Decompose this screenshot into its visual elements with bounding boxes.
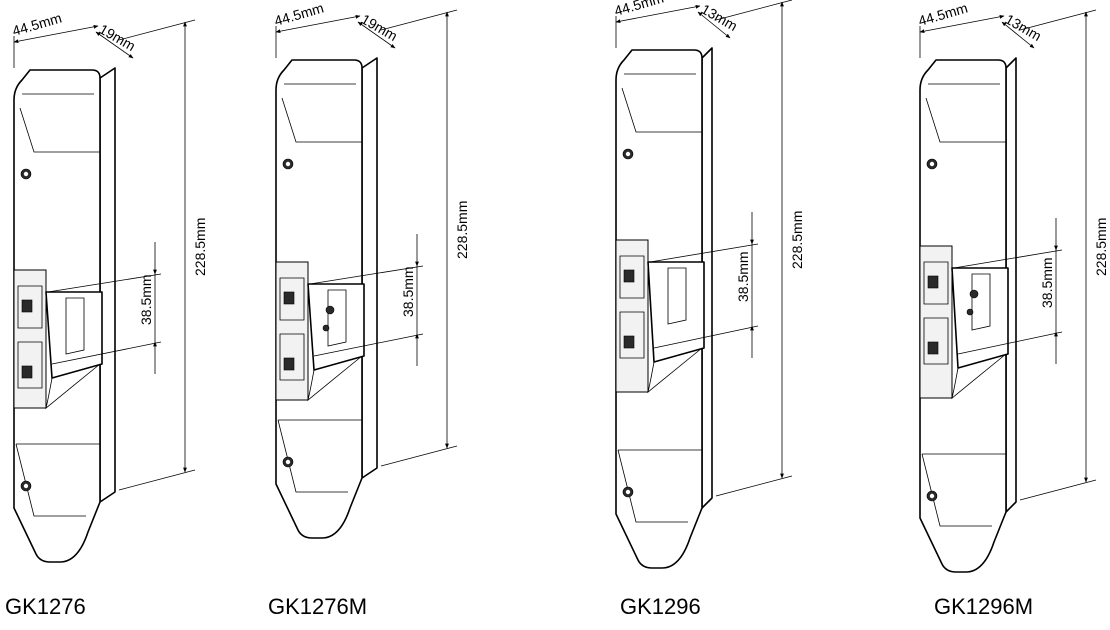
keeper-latch xyxy=(623,269,635,283)
opening-curve xyxy=(45,363,101,410)
screw-icon xyxy=(285,459,291,465)
keeper-upper xyxy=(619,255,645,299)
keeper-lower xyxy=(923,317,949,365)
dim-extension xyxy=(380,9,458,31)
dim-extension xyxy=(649,243,759,263)
side-face xyxy=(99,67,116,503)
dim-extension xyxy=(51,341,162,365)
width-dimension-line xyxy=(615,4,701,24)
monitor-switch-icon xyxy=(325,305,335,315)
bottom-chamfer-line xyxy=(277,419,348,493)
dim-extension xyxy=(653,325,759,349)
dim-extension xyxy=(313,333,424,357)
model-label: GK1296 xyxy=(620,594,701,619)
strike-label: 38.5mm xyxy=(735,251,751,302)
dim-extension xyxy=(715,0,793,21)
bottom-chamfer-line xyxy=(15,443,86,517)
keeper-housing xyxy=(919,245,953,399)
dim-extension xyxy=(47,273,162,293)
screw-icon xyxy=(625,151,631,157)
monitor-switch-icon xyxy=(966,308,974,316)
keeper-housing xyxy=(13,269,47,409)
keeper-lower xyxy=(17,341,43,389)
model-label: GK1276M xyxy=(268,594,367,619)
keeper-latch xyxy=(927,275,939,289)
dim-extension xyxy=(1019,9,1097,31)
dim-extension xyxy=(118,19,196,41)
keeper-housing xyxy=(275,261,309,401)
bottom-chamfer-line xyxy=(921,453,992,527)
depth-label: 19mm xyxy=(359,11,401,44)
screw-icon xyxy=(285,161,291,167)
opening-curve xyxy=(307,355,363,402)
strike-opening xyxy=(307,283,365,371)
inner-wall xyxy=(667,267,687,325)
inner-wall xyxy=(65,297,85,355)
depth-dimension-line xyxy=(697,11,731,39)
strike-opening xyxy=(45,291,103,379)
keeper-latch xyxy=(283,357,295,371)
keeper-upper xyxy=(279,277,305,321)
width-dimension-line xyxy=(919,14,1005,34)
height-label: 228.5mm xyxy=(1093,218,1109,276)
width-dimension-line xyxy=(275,14,361,34)
screw-icon xyxy=(23,171,29,177)
screw-icon xyxy=(929,493,935,499)
keeper-housing xyxy=(615,239,649,393)
keeper-latch xyxy=(283,291,295,305)
model-label: GK1296M xyxy=(934,594,1033,619)
top-crease xyxy=(621,87,702,133)
strike-opening xyxy=(951,267,1009,369)
depth-dimension-line xyxy=(357,21,396,49)
side-face xyxy=(361,57,378,479)
width-dimension-line xyxy=(13,24,99,44)
width-label: 44.5mm xyxy=(612,0,665,19)
dim-extension xyxy=(715,475,793,497)
dim-extension xyxy=(380,445,458,467)
strike-label: 38.5mm xyxy=(138,274,154,325)
keeper-latch xyxy=(21,299,33,313)
bottom-chamfer-line xyxy=(617,449,688,523)
strike-label: 38.5mm xyxy=(1039,257,1055,308)
keeper-upper xyxy=(17,285,43,329)
keeper-latch xyxy=(21,365,33,379)
model-label: GK1276 xyxy=(5,594,86,619)
strike-opening xyxy=(647,261,705,363)
top-crease xyxy=(281,97,362,143)
screw-icon xyxy=(929,161,935,167)
width-label: 44.5mm xyxy=(272,0,325,29)
screw-icon xyxy=(23,483,29,489)
depth-dimension-line xyxy=(95,31,134,59)
depth-dimension-line xyxy=(1001,21,1035,49)
top-crease xyxy=(925,97,1006,143)
keeper-upper xyxy=(923,261,949,305)
keeper-lower xyxy=(279,333,305,381)
opening-curve xyxy=(951,353,1007,400)
dim-extension xyxy=(309,265,424,285)
dim-extension xyxy=(118,469,196,491)
screw-icon xyxy=(625,489,631,495)
keeper-lower xyxy=(619,311,645,359)
monitor-switch-icon xyxy=(969,289,979,299)
strike-label: 38.5mm xyxy=(400,266,416,317)
monitor-switch-icon xyxy=(322,324,330,332)
dim-extension xyxy=(953,249,1063,269)
height-label: 228.5mm xyxy=(192,218,208,276)
top-crease xyxy=(19,107,100,153)
height-label: 228.5mm xyxy=(789,211,805,269)
width-label: 44.5mm xyxy=(916,0,969,29)
keeper-latch xyxy=(927,341,939,355)
dim-extension xyxy=(1019,479,1097,501)
keeper-latch xyxy=(623,335,635,349)
depth-label: 19mm xyxy=(97,21,139,54)
dim-extension xyxy=(957,331,1063,355)
height-label: 228.5mm xyxy=(454,201,470,259)
opening-curve xyxy=(647,347,703,394)
